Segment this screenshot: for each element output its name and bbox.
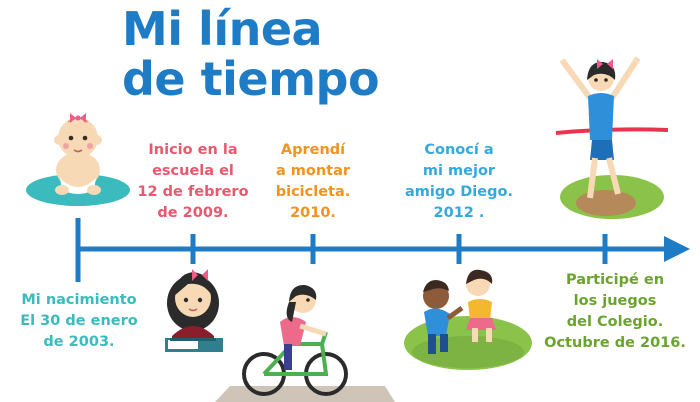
event-label-escuela: Inicio en la escuela el 12 de febrero de… (137, 142, 249, 221)
girl-studying-icon (165, 269, 223, 352)
timeline-axis (75, 218, 690, 282)
event-label-juegos: Participé en los juegos del Colegio. Oct… (544, 272, 686, 351)
title-line-2: de tiempo (122, 52, 380, 106)
event-label-nacimiento: Mi nacimiento El 30 de enero de 2003. (20, 292, 138, 350)
kids-playing-icon (404, 269, 532, 370)
runner-finish-icon (555, 56, 669, 219)
baby-icon (26, 113, 130, 206)
girl-bicycle-icon (215, 284, 395, 402)
page-title: Mi línea de tiempo (122, 2, 380, 106)
event-label-bicicleta: Aprendí a montar bicicleta. 2010. (275, 142, 351, 221)
event-label-amigo: Conocí a mi mejor amigo Diego. 2012 . (405, 142, 513, 221)
timeline-arrow-head (664, 236, 690, 262)
title-line-1: Mi línea (122, 2, 323, 56)
